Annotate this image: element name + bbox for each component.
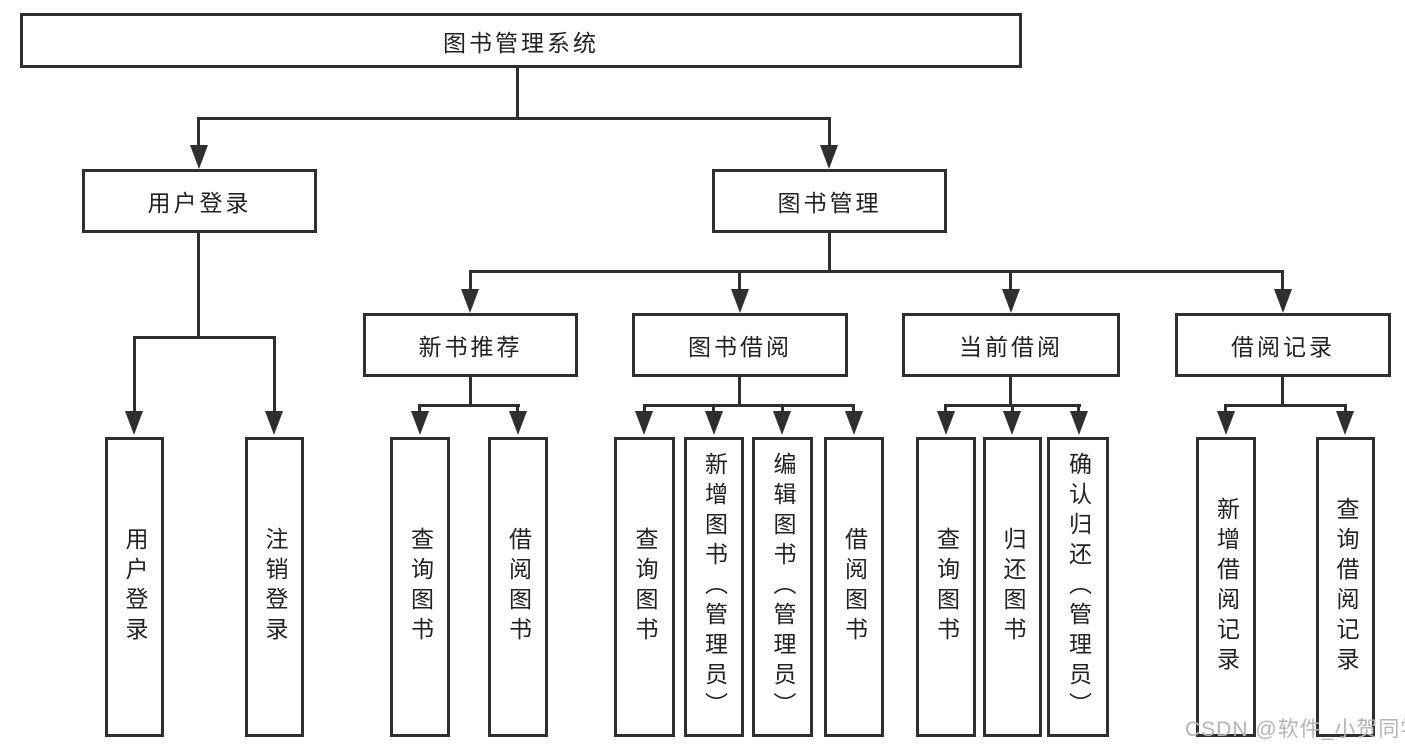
connector-stem <box>828 117 831 147</box>
arrowhead-icon <box>635 411 653 435</box>
node-current-borrowing-label: 当前借阅 <box>959 334 1063 360</box>
connector-userlogin-rail <box>133 336 276 339</box>
leaf-logout-label: 注销登录 <box>262 527 288 647</box>
arrowhead-icon <box>845 411 863 435</box>
leaf-borrow-books-recommend: 借阅图书 <box>488 437 548 737</box>
arrowhead-icon <box>705 411 723 435</box>
leaf-add-borrow-record-label: 新增借阅记录 <box>1213 497 1240 677</box>
leaf-query-books-recommend: 查询图书 <box>390 437 450 737</box>
arrowhead-icon <box>1002 289 1020 313</box>
leaf-query-books-recommend-label: 查询图书 <box>407 527 434 647</box>
node-new-book-recommendation: 新书推荐 <box>363 313 578 377</box>
leaf-logout: 注销登录 <box>245 437 304 737</box>
arrowhead-icon <box>937 411 955 435</box>
connector-stem <box>944 404 947 413</box>
connector-stem <box>1009 270 1012 291</box>
node-book-borrowing: 图书借阅 <box>632 313 848 377</box>
node-current-borrowing: 当前借阅 <box>902 313 1120 377</box>
leaf-add-borrow-record: 新增借阅记录 <box>1196 437 1256 737</box>
node-book-management-label: 图书管理 <box>777 190 882 216</box>
connector-root-drop <box>516 68 519 118</box>
leaf-user-login-label: 用户登录 <box>122 527 148 647</box>
connector-rail <box>418 404 520 407</box>
leaf-confirm-return-admin: 确认归还（管理员） <box>1047 437 1109 737</box>
connector-drop <box>738 375 741 406</box>
connector-stem <box>1077 404 1080 413</box>
leaf-edit-books-admin-label: 编辑图书（管理员） <box>770 452 796 722</box>
arrowhead-icon <box>1217 411 1235 435</box>
connector-stem <box>418 404 421 413</box>
node-root: 图书管理系统 <box>20 13 1022 68</box>
leaf-borrow-books-recommend-label: 借阅图书 <box>505 527 532 647</box>
leaf-edit-books-admin: 编辑图书（管理员） <box>752 437 813 737</box>
arrowhead-icon <box>1070 411 1088 435</box>
connector-drop <box>469 377 472 406</box>
connector-rail <box>1224 404 1347 407</box>
connector-stem <box>1281 270 1284 291</box>
node-root-label: 图书管理系统 <box>443 29 599 56</box>
leaf-query-borrow-record: 查询借阅记录 <box>1316 437 1375 737</box>
leaf-add-books-admin-label: 新增图书（管理员） <box>701 452 728 722</box>
connector-level3-rail <box>469 270 1284 273</box>
node-borrowing-records: 借阅记录 <box>1175 313 1391 377</box>
node-book-borrowing-label: 图书借阅 <box>688 334 792 360</box>
arrowhead-icon <box>1274 289 1292 313</box>
arrowhead-icon <box>461 289 479 313</box>
leaf-user-login: 用户登录 <box>105 437 164 737</box>
connector-rail <box>643 404 854 407</box>
arrowhead-icon <box>190 145 208 169</box>
leaf-return-books-label: 归还图书 <box>1000 527 1026 647</box>
csdn-watermark: CSDN @软件_小贺同学 <box>1185 718 1405 741</box>
arrowhead-icon <box>411 411 429 435</box>
arrowhead-icon <box>265 411 283 435</box>
leaf-query-books-current-label: 查询图书 <box>933 527 960 647</box>
arrowhead-icon <box>773 411 791 435</box>
connector-stem <box>197 117 200 147</box>
arrowhead-icon <box>1003 411 1021 435</box>
connector-userlogin-drop <box>197 233 200 338</box>
node-new-book-recommendation-label: 新书推荐 <box>418 334 523 360</box>
node-borrowing-records-label: 借阅记录 <box>1231 334 1335 360</box>
connector-stem <box>516 404 519 413</box>
connector-stem <box>469 270 472 291</box>
connector-drop <box>1009 377 1012 406</box>
arrowhead-icon <box>731 289 749 313</box>
connector-stem <box>712 404 715 413</box>
connector-stem <box>738 270 741 291</box>
arrowhead-icon <box>509 411 527 435</box>
connector-stem <box>133 336 136 414</box>
connector-level2-rail <box>197 117 831 120</box>
leaf-borrow-books-borrowing: 借阅图书 <box>824 437 884 737</box>
connector-bookmgmt-drop <box>828 233 831 272</box>
connector-stem <box>273 336 276 414</box>
connector-stem <box>1011 404 1014 413</box>
node-user-login-label: 用户登录 <box>147 190 252 216</box>
connector-stem <box>643 404 646 413</box>
leaf-add-books-admin: 新增图书（管理员） <box>684 437 744 737</box>
node-user-login: 用户登录 <box>82 169 317 233</box>
leaf-query-books-borrowing: 查询图书 <box>614 437 675 737</box>
arrowhead-icon <box>820 145 838 169</box>
connector-stem <box>1224 404 1227 413</box>
leaf-return-books: 归还图书 <box>983 437 1042 737</box>
arrowhead-icon <box>125 411 143 435</box>
arrowhead-icon <box>1336 411 1354 435</box>
leaf-query-books-current: 查询图书 <box>916 437 976 737</box>
leaf-borrow-books-borrowing-label: 借阅图书 <box>841 527 868 647</box>
leaf-query-borrow-record-label: 查询借阅记录 <box>1333 497 1359 677</box>
node-book-management: 图书管理 <box>712 169 947 233</box>
connector-stem <box>1344 404 1347 413</box>
connector-stem <box>852 404 855 413</box>
connector-stem <box>781 404 784 413</box>
connector-drop <box>1281 377 1284 406</box>
leaf-confirm-return-admin-label: 确认归还（管理员） <box>1065 452 1092 722</box>
leaf-query-books-borrowing-label: 查询图书 <box>632 527 658 647</box>
